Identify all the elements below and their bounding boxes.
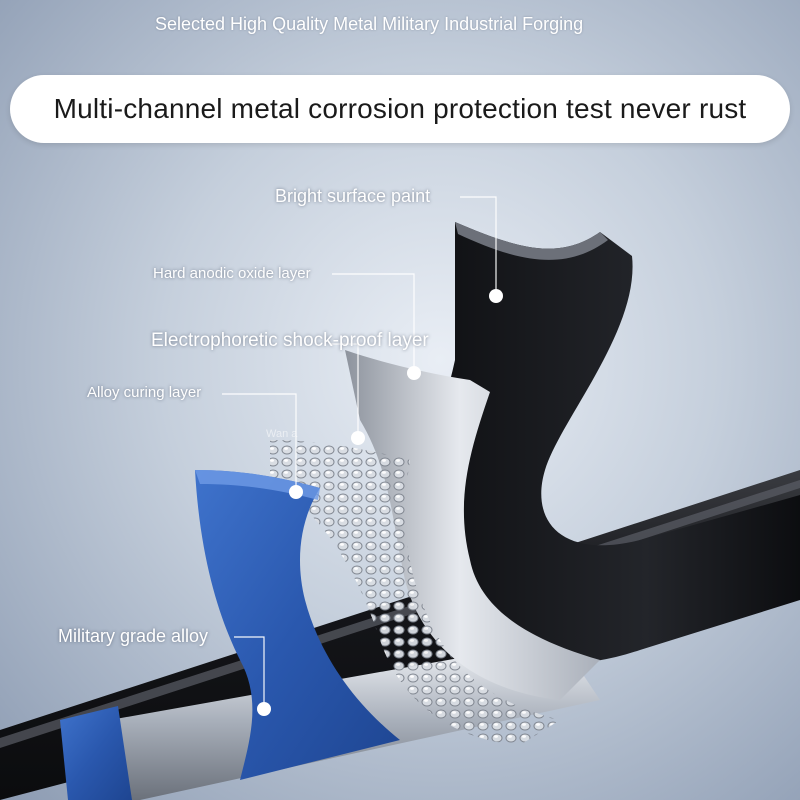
leader-lines <box>222 196 497 708</box>
banner-pill: Multi-channel metal corrosion protection… <box>10 75 790 143</box>
label-electrophoretic-layer: Electrophoretic shock-proof layer <box>151 330 429 351</box>
leader-military <box>234 636 265 708</box>
dot-military <box>257 702 271 716</box>
alloy-curing-edge <box>195 470 320 500</box>
anodic-layer-shell <box>345 350 600 700</box>
label-bright-surface-paint: Bright surface paint <box>275 186 431 206</box>
leader-bright <box>460 196 497 296</box>
marker-dots <box>257 289 503 716</box>
dot-bright <box>489 289 503 303</box>
alloy-curing-layer <box>195 470 400 780</box>
label-hard-anodic-oxide-layer: Hard anodic oxide layer <box>153 265 311 282</box>
dot-electro <box>351 431 365 445</box>
leader-alloy <box>222 393 297 492</box>
blue-rod-cap <box>60 706 132 800</box>
banner-text: Multi-channel metal corrosion protection… <box>53 93 747 124</box>
leader-anodic <box>332 273 415 372</box>
dot-anodic <box>407 366 421 380</box>
dot-alloy <box>289 485 303 499</box>
label-alloy-curing-layer: Alloy curing layer <box>87 384 202 401</box>
electrophoretic-layer <box>270 440 560 745</box>
label-military-grade-alloy: Military grade alloy <box>58 626 209 646</box>
leader-electro <box>330 343 359 438</box>
paint-layer-shell <box>416 222 800 665</box>
watermark-text: Wan a <box>266 428 298 440</box>
subtitle-text: Selected High Quality Metal Military Ind… <box>155 14 584 34</box>
paint-layer-rim <box>455 222 608 260</box>
